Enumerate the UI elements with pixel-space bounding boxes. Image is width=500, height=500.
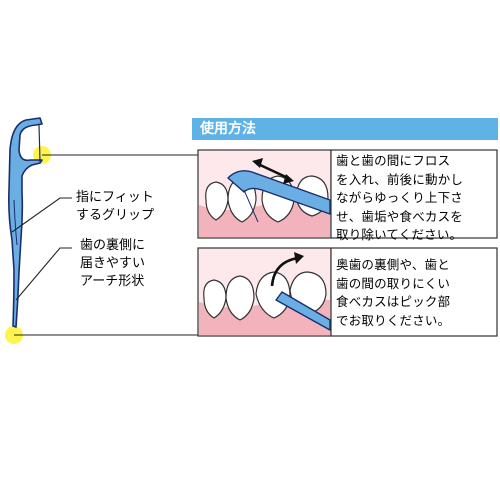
floss-string [38, 123, 41, 163]
usage-header-bar [192, 118, 498, 140]
callout-arch-line: 届きやすい [80, 256, 146, 271]
step2-illustration [197, 247, 332, 337]
step1-line: を入れ、前後に動かし [336, 171, 464, 187]
callout-grip-line: するグリップ [76, 208, 155, 223]
step2-instructions: 奥歯の裏側や、歯と 歯の間の取りにくい 食べカスはピック部 でお取りください。 [336, 256, 450, 330]
step1-line: せ、歯垢や食べカスを [336, 208, 464, 224]
step2-line: でお取りください。 [336, 312, 451, 328]
step1-line: ながらゆっくり上下さ [336, 190, 464, 205]
step1-text-box [330, 149, 498, 239]
callout-arch: 歯の裏側に 届きやすい アーチ形状 [80, 237, 145, 291]
callout-grip: 指にフィット するグリップ [76, 189, 154, 225]
callout-arch-line: 歯の裏側に [80, 238, 146, 253]
step2-line: 奥歯の裏側や、歯と [336, 257, 450, 272]
floss-pick-illustration [5, 117, 51, 344]
callout-arch-line: アーチ形状 [80, 274, 145, 289]
step1-line: 歯と歯の間にフロス [336, 153, 451, 168]
double-arrow-icon [252, 158, 294, 184]
step1-illustration [197, 149, 332, 239]
step2-text-box [330, 247, 498, 337]
step1-instructions: 歯と歯の間にフロス を入れ、前後に動かし ながらゆっくり上下さ せ、歯垢や食べカ… [336, 152, 463, 245]
step2-line: 歯の間の取りにくい [336, 275, 451, 291]
step2-line: 食べカスはピック部 [336, 294, 451, 309]
curved-arrow-icon [270, 252, 304, 287]
usage-title: 使用方法 [200, 121, 256, 137]
step1-line: 取り除いてください。 [336, 227, 463, 242]
callout-grip-line: 指にフィット [76, 190, 154, 205]
